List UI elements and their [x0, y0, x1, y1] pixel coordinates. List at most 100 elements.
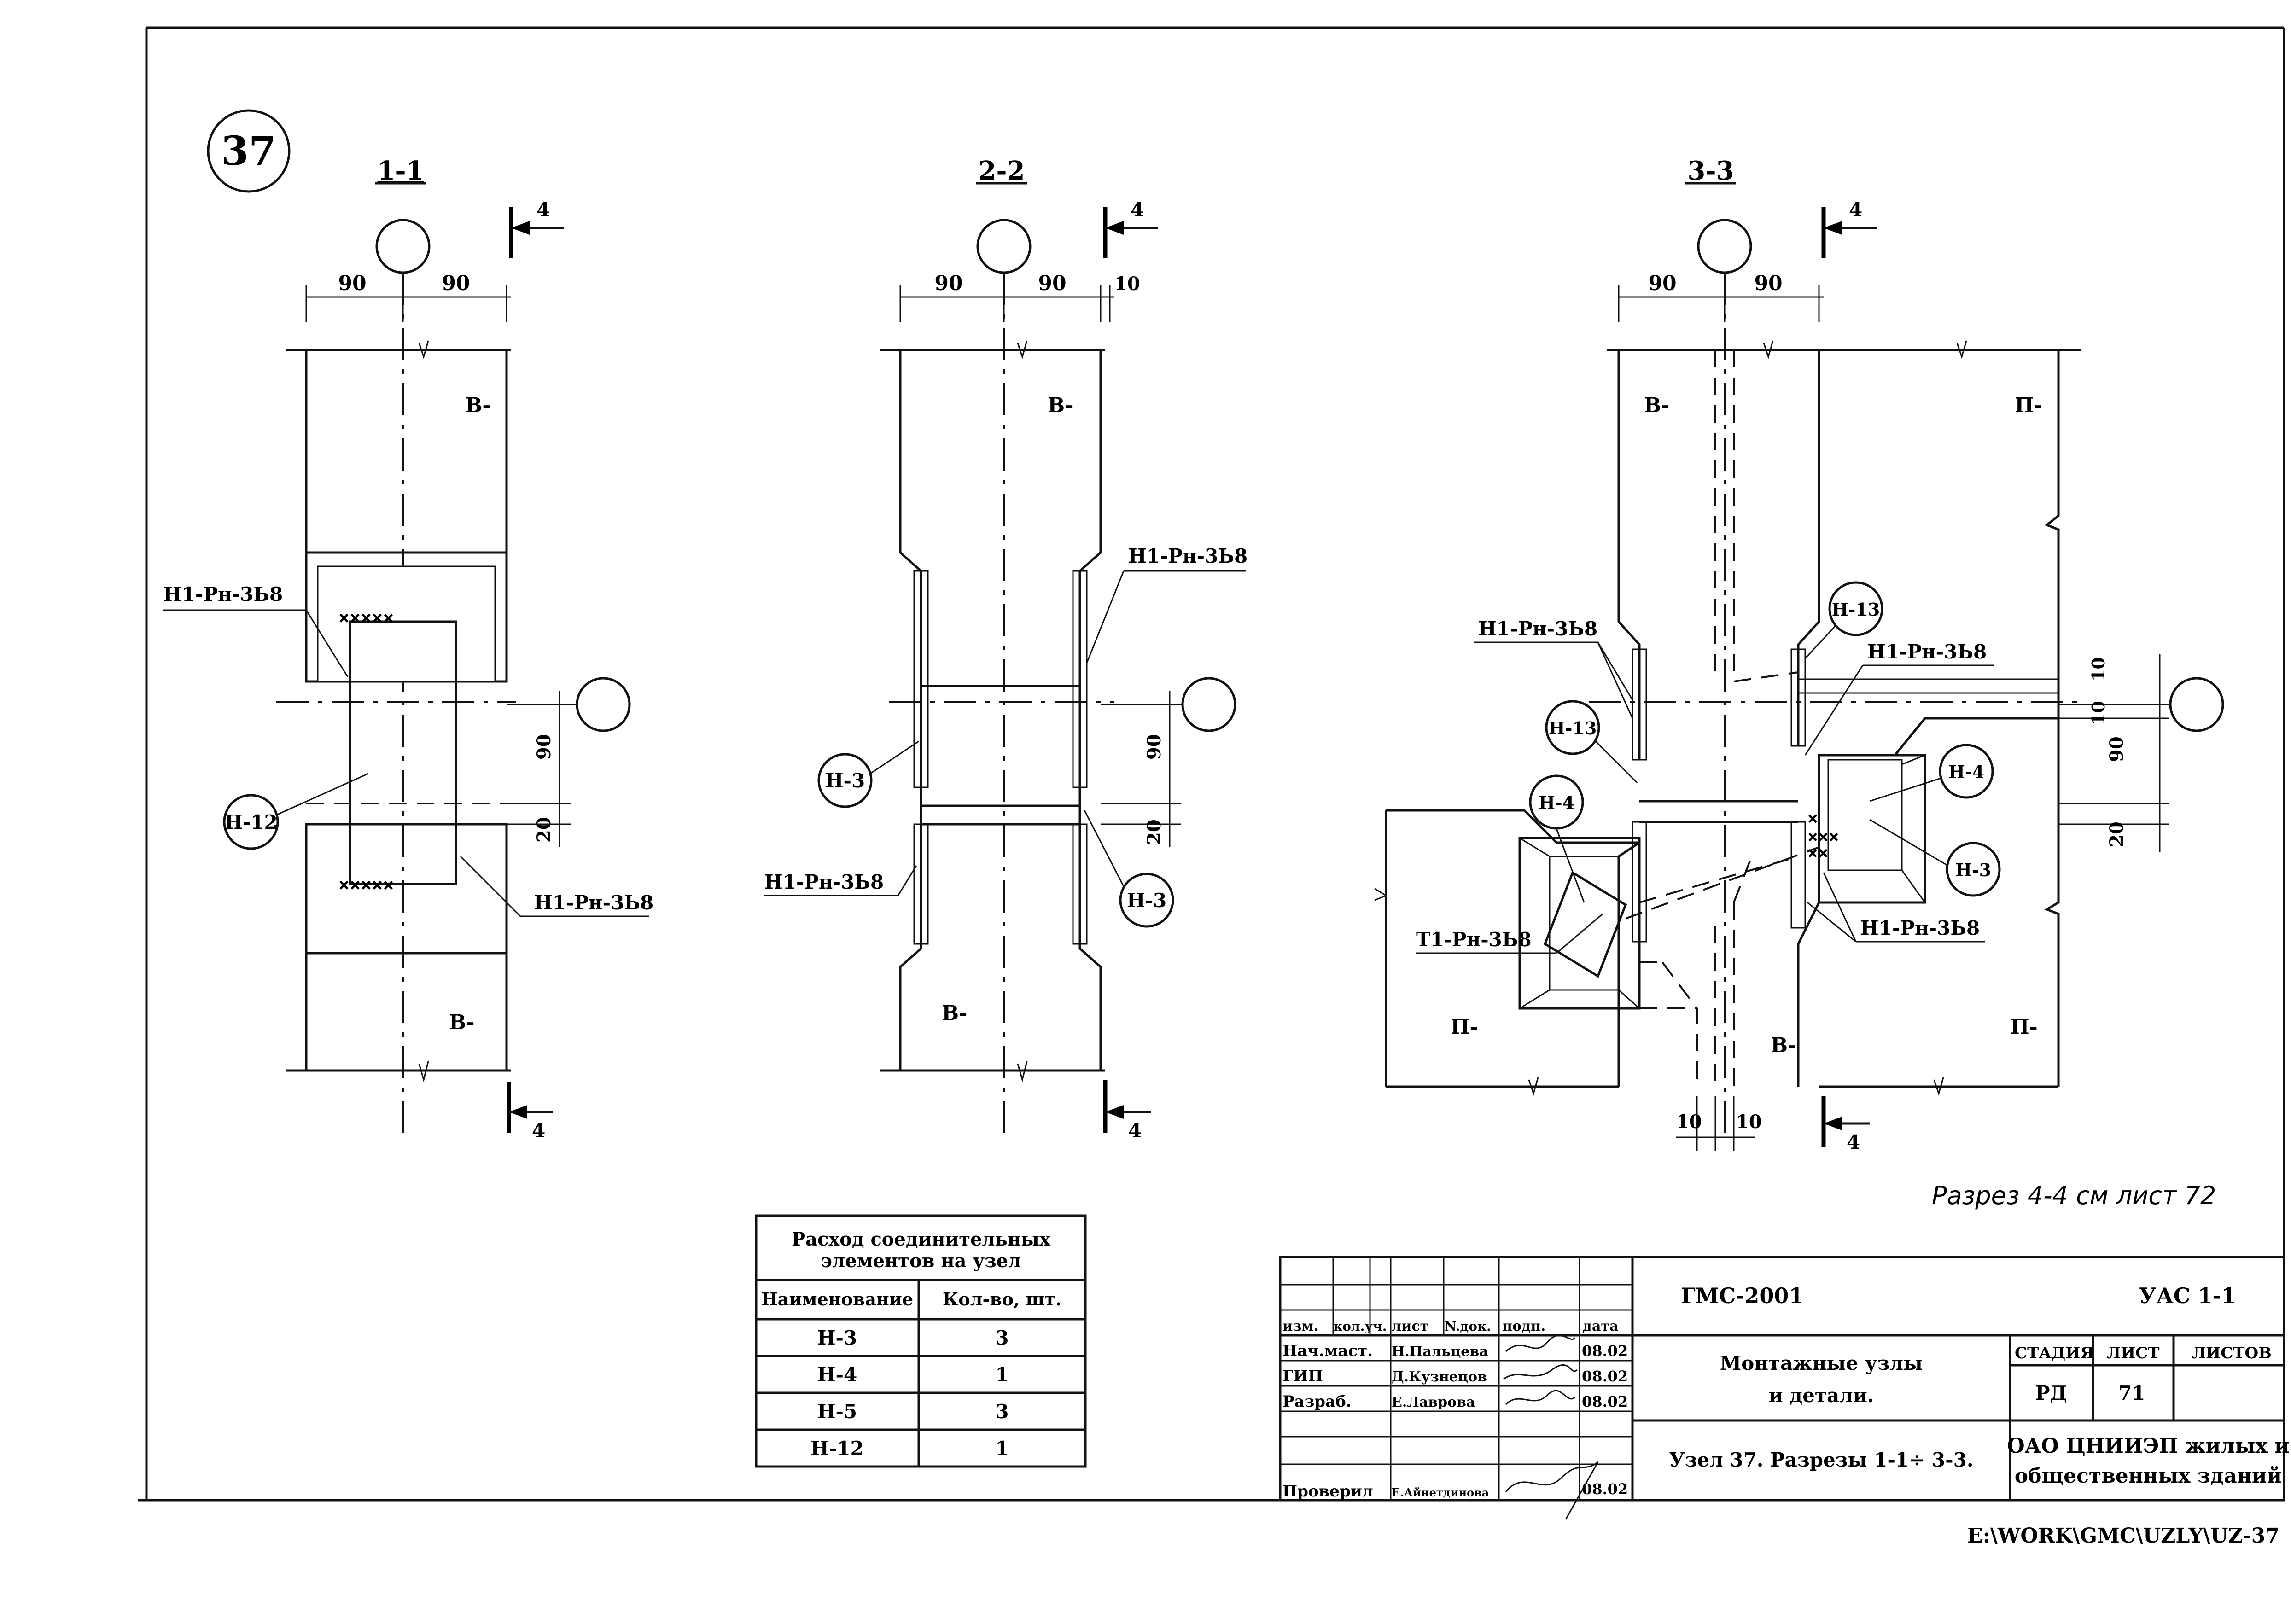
svg-text:4: 4: [1849, 198, 1862, 221]
svg-text:×××××: ×××××: [338, 874, 394, 896]
svg-text:××: ××: [1807, 843, 1829, 863]
svg-text:4: 4: [1128, 1119, 1142, 1142]
svg-text:Н.Пальцева: Н.Пальцева: [1392, 1344, 1488, 1360]
svg-text:90: 90: [1038, 272, 1066, 295]
svg-text:4: 4: [1847, 1131, 1860, 1153]
svg-text:×: ×: [1807, 808, 1818, 828]
svg-text:90: 90: [1754, 272, 1782, 295]
svg-text:ГИП: ГИП: [1282, 1367, 1323, 1385]
svg-text:90: 90: [2106, 736, 2128, 762]
svg-text:10: 10: [1736, 1111, 1762, 1133]
svg-text:В-: В-: [465, 394, 490, 417]
signature-icon: [1503, 1364, 1578, 1380]
svg-text:4: 4: [1131, 198, 1144, 221]
doc-code: ГМС-2001: [1681, 1283, 1803, 1308]
svg-text:П-: П-: [2010, 1015, 2038, 1039]
svg-text:90: 90: [934, 272, 962, 295]
svg-text:В-: В-: [942, 1001, 967, 1025]
svg-text:Д.Кузнецов: Д.Кузнецов: [1392, 1369, 1487, 1385]
svg-text:90: 90: [338, 272, 366, 295]
svg-text:Монтажные узлы: Монтажные узлы: [1720, 1352, 1923, 1374]
svg-text:Е.Лаврова: Е.Лаврова: [1392, 1394, 1475, 1410]
weld-callout: Н1-Рн-3Ь8: [1478, 617, 1597, 640]
svg-text:4: 4: [532, 1119, 545, 1142]
svg-text:П-: П-: [1451, 1015, 1478, 1039]
svg-text:подп.: подп.: [1502, 1318, 1545, 1334]
svg-text:90: 90: [442, 272, 470, 295]
svg-text:20: 20: [2106, 821, 2128, 847]
node-number-badge: 37: [207, 109, 291, 193]
svg-text:90: 90: [533, 734, 555, 760]
table-cell: Н-5: [817, 1400, 857, 1423]
svg-text:Н-13: Н-13: [1549, 718, 1597, 739]
table-cell: 3: [995, 1400, 1009, 1423]
svg-text:изм.: изм.: [1282, 1318, 1318, 1334]
section-2-2: 2-2 4 90 90 10 В- В-: [764, 156, 1248, 1142]
stage-value: РД: [2035, 1382, 2067, 1404]
weld-callout: Н1-Рн-3Ь8: [534, 891, 653, 914]
organization-name: ОАО ЦНИИЭП жилых и: [2007, 1434, 2289, 1458]
svg-text:Нач.маст.: Нач.маст.: [1282, 1342, 1373, 1360]
svg-text:N.док.: N.док.: [1445, 1319, 1491, 1334]
table-cell: Н-3: [817, 1327, 857, 1349]
table-title: Расход соединительных: [792, 1228, 1051, 1250]
svg-text:П-: П-: [2015, 394, 2042, 417]
weld-callout: Н1-Рн-3Ь8: [163, 583, 283, 605]
svg-text:лист: лист: [1392, 1318, 1428, 1334]
table-cell: 1: [995, 1437, 1009, 1460]
table-cell: 1: [995, 1363, 1009, 1386]
svg-text:10: 10: [2088, 701, 2109, 725]
weld-callout: Н1-Рн-3Ь8: [1867, 640, 1987, 663]
weld-callout: Н1-Рн-3Ь8: [1860, 917, 1980, 939]
weld-callout: Н1-Рн-3Ь8: [1128, 545, 1248, 567]
signature-icon: [1505, 1461, 1599, 1520]
svg-text:Проверил: Проверил: [1282, 1482, 1373, 1501]
svg-text:СТАДИЯ: СТАДИЯ: [2015, 1344, 2094, 1362]
svg-text:В-: В-: [1644, 394, 1669, 417]
svg-text:Н-3: Н-3: [1127, 889, 1166, 912]
section-3-3: 3-3 4 90 90 В- П-: [1374, 156, 2224, 1153]
svg-text:×××: ×××: [1807, 827, 1839, 847]
svg-text:08.02: 08.02: [1582, 1393, 1628, 1410]
table-cell: 3: [995, 1327, 1009, 1349]
svg-text:В-: В-: [1771, 1034, 1796, 1057]
svg-text:ЛИСТ: ЛИСТ: [2107, 1344, 2160, 1362]
svg-text:10: 10: [2088, 657, 2109, 681]
svg-text:08.02: 08.02: [1582, 1480, 1628, 1498]
svg-text:Н-12: Н-12: [224, 811, 278, 833]
table-cell: Н-12: [810, 1437, 864, 1460]
file-path: E:\WORK\GMC\UZLY\UZ-37: [1967, 1524, 2279, 1548]
section-reference-note: Разрез 4-4 см лист 72: [1932, 1181, 2216, 1210]
consumption-table: Расход соединительных элементов на узел …: [755, 1214, 1087, 1468]
svg-text:4: 4: [536, 198, 550, 221]
section-1-1: 1-1 4 90 90 В- ××××× ×××××: [163, 156, 653, 1142]
signature-icon: [1505, 1334, 1576, 1352]
svg-text:90: 90: [1648, 272, 1676, 295]
svg-text:Н-3: Н-3: [825, 769, 865, 792]
svg-text:20: 20: [533, 817, 555, 843]
svg-text:Н-3: Н-3: [1955, 860, 1991, 880]
svg-text:ЛИСТОВ: ЛИСТОВ: [2192, 1344, 2272, 1362]
sheet-number: 71: [2118, 1382, 2145, 1404]
sheet-title: Узел 37. Разрезы 1-1÷ 3-3.: [1669, 1449, 1974, 1471]
section-title-2-2: 2-2: [978, 156, 1025, 186]
svg-text:общественных зданий: общественных зданий: [2015, 1464, 2282, 1488]
svg-text:Н-13: Н-13: [1832, 599, 1880, 620]
svg-text:08.02: 08.02: [1582, 1368, 1628, 1385]
svg-text:10: 10: [1676, 1111, 1702, 1133]
section-title-1-1: 1-1: [377, 156, 424, 186]
weld-callout: Н1-Рн-3Ь8: [764, 871, 884, 893]
series-code: УАС 1-1: [2139, 1283, 2236, 1308]
table-header-qty: Кол-во, шт.: [943, 1289, 1061, 1310]
svg-text:10: 10: [1114, 273, 1140, 295]
svg-text:Н-4: Н-4: [1539, 792, 1574, 813]
table-header-name: Наименование: [761, 1289, 913, 1310]
section-title-3-3: 3-3: [1687, 156, 1734, 186]
svg-text:08.02: 08.02: [1582, 1342, 1628, 1360]
svg-text:В-: В-: [1048, 394, 1073, 417]
svg-text:Разраб.: Разраб.: [1282, 1392, 1352, 1411]
svg-text:Е.Айнетдинова: Е.Айнетдинова: [1392, 1486, 1489, 1499]
svg-text:37: 37: [221, 128, 276, 175]
svg-text:×××××: ×××××: [338, 607, 394, 629]
